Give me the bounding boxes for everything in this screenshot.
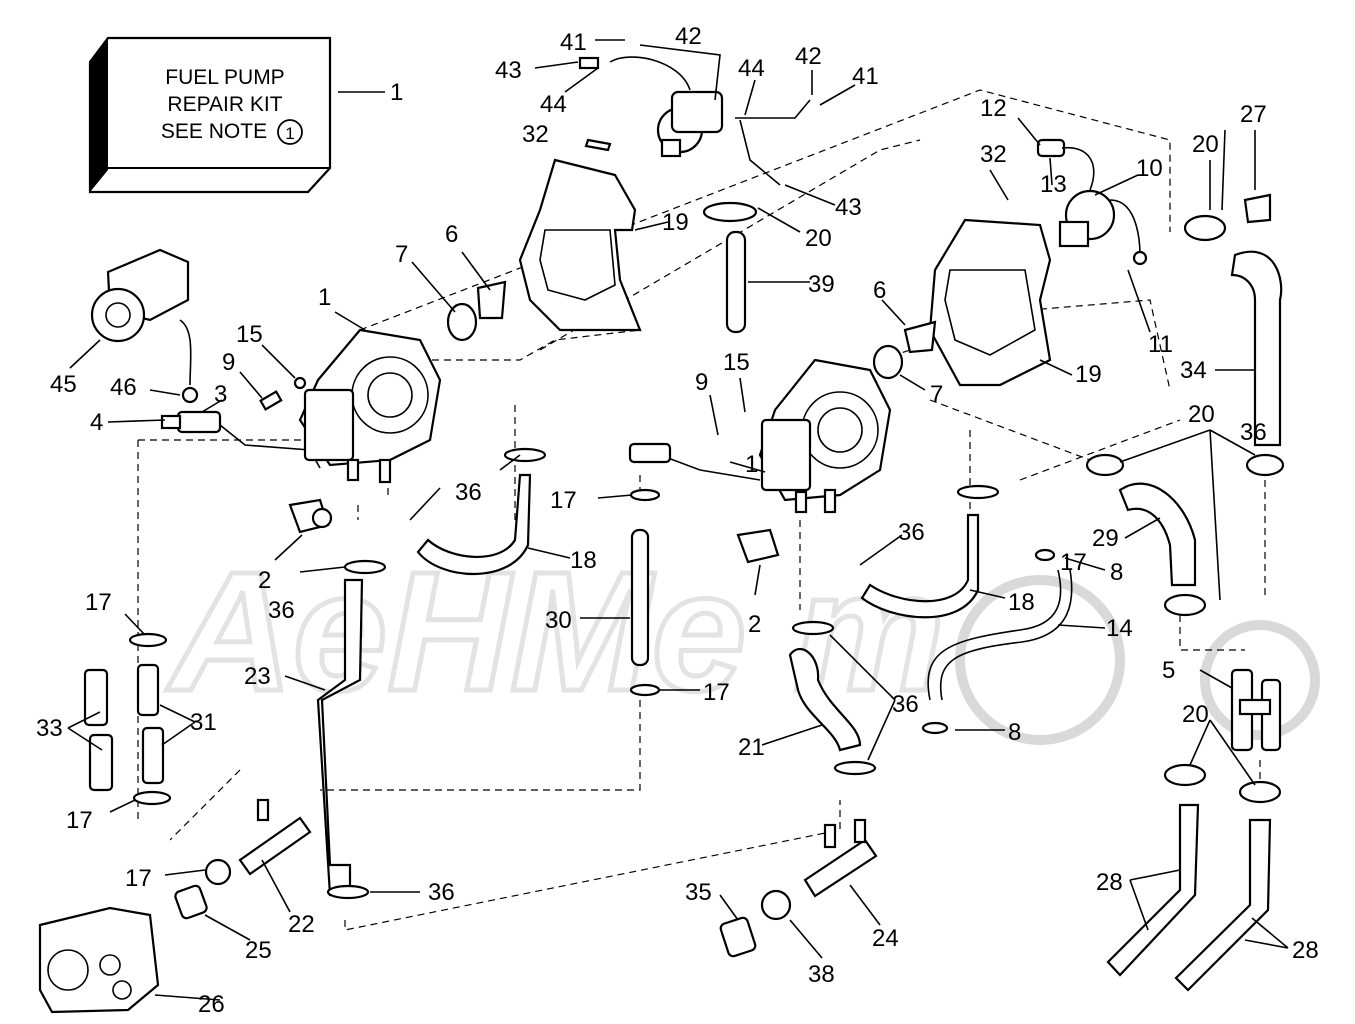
fuel-pump-right — [628, 358, 892, 514]
callout-label: 20 — [1192, 131, 1219, 158]
callout-label: 15 — [236, 321, 263, 348]
callout-label: 21 — [738, 734, 765, 761]
note-line-2: REPAIR KIT — [167, 93, 282, 116]
callout-label: 31 — [190, 709, 217, 736]
callout-label: 17 — [66, 807, 93, 834]
check-valve-left-2 — [288, 498, 333, 534]
callout-label: 14 — [1106, 615, 1133, 642]
callout-label: 18 — [570, 547, 597, 574]
callout-label: 28 — [1096, 869, 1123, 896]
callout-label: 19 — [1075, 361, 1102, 388]
repair-kit-box: FUEL PUMP REPAIR KIT SEE NOTE 1 — [88, 36, 332, 194]
callout-label: 12 — [980, 95, 1007, 122]
callout-label: 20 — [1188, 401, 1215, 428]
callout-label: 6 — [445, 221, 458, 248]
parts — [38, 44, 1285, 1014]
mounting-bracket-left-19 — [518, 158, 642, 332]
callout-label: 42 — [675, 23, 702, 50]
callout-label: 9 — [695, 369, 708, 396]
callout-label: 6 — [873, 277, 886, 304]
callout-label: 17 — [85, 589, 112, 616]
temperature-sensor-3-4 — [160, 410, 321, 469]
callout-label: 5 — [1162, 657, 1175, 684]
leader-lines — [67, 39, 1289, 1001]
callout-label: 17 — [1060, 549, 1087, 576]
assembly-lines — [137, 89, 1266, 931]
callout-label: 20 — [1182, 701, 1209, 728]
callout-label: 15 — [723, 349, 750, 376]
callout-label: 25 — [245, 937, 272, 964]
callout-label: 32 — [980, 141, 1007, 168]
callout-label: 24 — [872, 925, 899, 952]
callout-label: 41 — [560, 29, 587, 56]
callout-label: 1 — [745, 451, 758, 478]
callout-label: 17 — [550, 487, 577, 514]
fuel-pump-left — [298, 328, 442, 484]
callout-label: 28 — [1292, 937, 1319, 964]
callout-label: 7 — [930, 381, 943, 408]
solenoid-top-left — [578, 44, 811, 186]
callout-label: 3 — [214, 381, 227, 408]
callout-label: 32 — [522, 121, 549, 148]
callout-label: 45 — [50, 371, 77, 398]
callout-label: 1 — [318, 284, 331, 311]
callout-label: 43 — [495, 57, 522, 84]
callout-label: 30 — [545, 607, 572, 634]
callout-label: 10 — [1136, 155, 1163, 182]
callout-label: 46 — [110, 374, 137, 401]
callout-label: 36 — [892, 691, 919, 718]
callout-label: 43 — [835, 194, 862, 221]
note-line-3: SEE NOTE — [161, 120, 267, 143]
callout-label: 29 — [1092, 525, 1119, 552]
callout-label: 17 — [703, 679, 730, 706]
callout-label: 44 — [540, 91, 567, 118]
callout-label: 36 — [898, 519, 925, 546]
callout-label: 39 — [808, 271, 835, 298]
callout-label: 35 — [685, 879, 712, 906]
callout-label: 36 — [455, 479, 482, 506]
callout-label: 26 — [198, 991, 225, 1018]
callout-label: 41 — [852, 63, 879, 90]
callout-label: 34 — [1180, 357, 1207, 384]
callout-label: 17 — [125, 865, 152, 892]
note-line-1: FUEL PUMP — [165, 66, 284, 89]
callout-label: 20 — [805, 225, 832, 252]
fuel-filter-26 — [38, 906, 160, 1014]
fuel-tee-fitting-5 — [1230, 668, 1282, 752]
callout-label: 1 — [390, 79, 403, 106]
callout-label: 23 — [244, 663, 271, 690]
callout-label: 4 — [90, 409, 103, 436]
callout-label: 8 — [1110, 559, 1123, 586]
callout-labels: 1 1 1 2 2 3 4 5 6 6 7 7 8 8 9 9 10 11 12… — [36, 23, 1319, 1018]
primer-solenoid-45 — [90, 248, 199, 404]
callout-label: 36 — [428, 879, 455, 906]
callout-label: 22 — [288, 911, 315, 938]
callout-label: 18 — [1008, 589, 1035, 616]
note-number: 1 — [285, 124, 294, 143]
callout-label: 44 — [738, 55, 765, 82]
callout-label: 19 — [662, 209, 689, 236]
callout-label: 8 — [1008, 719, 1021, 746]
callout-label: 2 — [748, 611, 761, 638]
callout-label: 13 — [1040, 171, 1067, 198]
callout-label: 9 — [222, 349, 235, 376]
solenoid-right-10 — [1036, 138, 1148, 266]
callout-label: 42 — [795, 43, 822, 70]
callout-label: 27 — [1240, 101, 1267, 128]
callout-label: 7 — [395, 241, 408, 268]
callout-label: 38 — [808, 961, 835, 988]
callout-label: 36 — [268, 597, 295, 624]
callout-label: 11 — [1148, 331, 1173, 358]
callout-label: 2 — [258, 567, 271, 594]
callout-label: 36 — [1240, 419, 1267, 446]
callout-label: 33 — [36, 715, 63, 742]
